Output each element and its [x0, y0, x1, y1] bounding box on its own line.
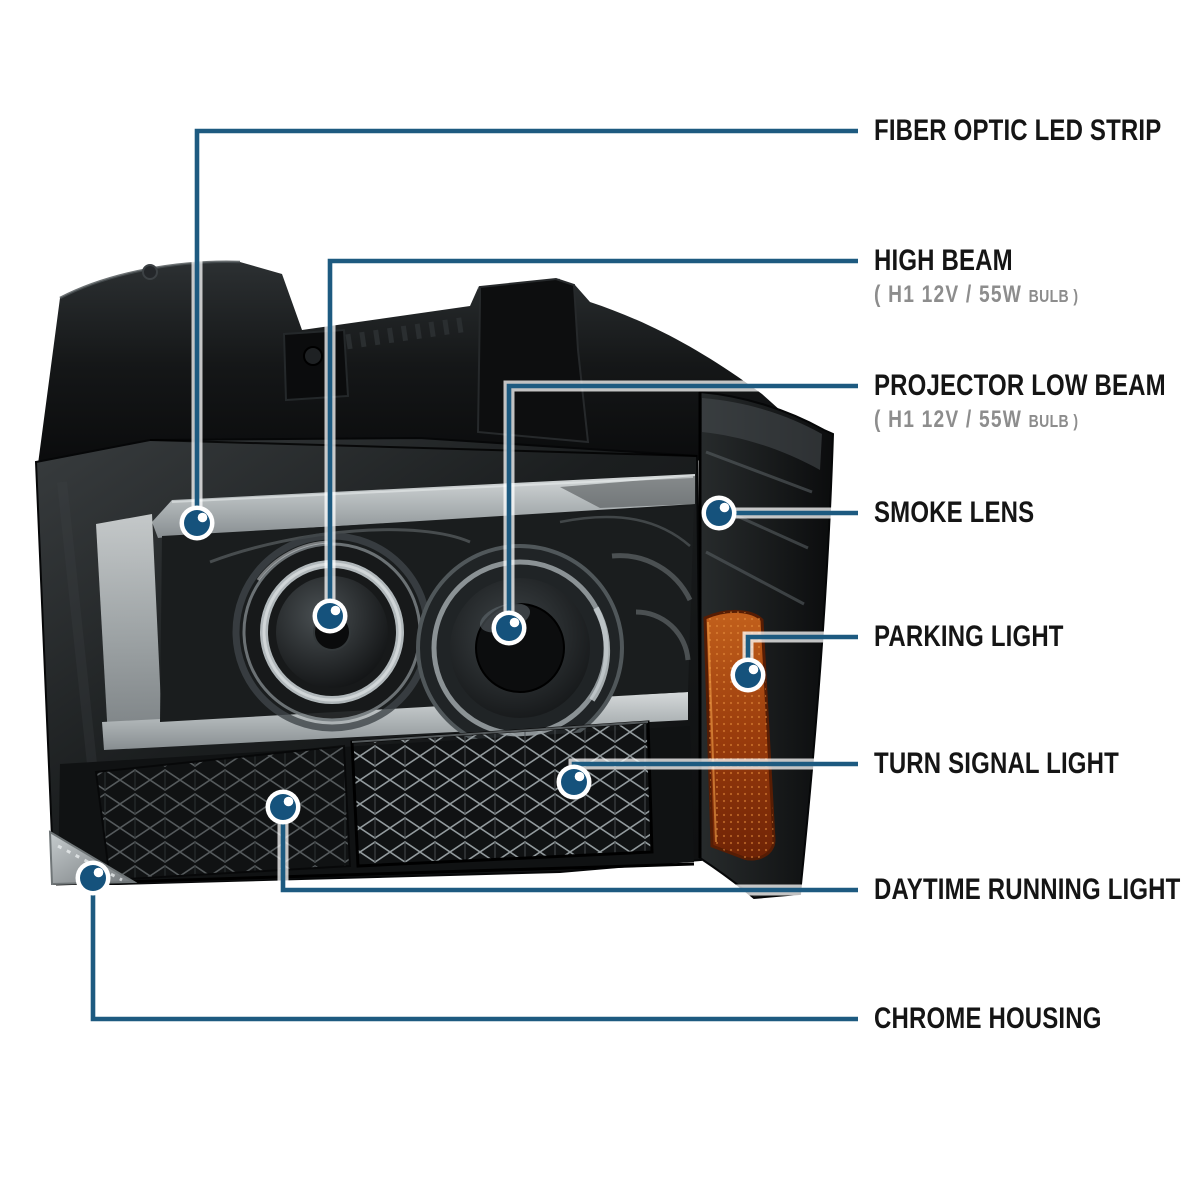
callout-label-text: TURN SIGNAL LIGHT	[874, 747, 1119, 780]
callout-dot-turn-signal-light	[556, 764, 592, 800]
callout-line-daytime-running-light	[277, 807, 858, 896]
callout-dot-fiber-optic-led-strip	[179, 505, 215, 541]
lens-bottom-seam	[55, 862, 695, 886]
callout-line-fiber-optic-led-strip	[191, 125, 858, 523]
callout-dot-parking-light	[730, 657, 766, 693]
callout-label-text: HIGH BEAM	[874, 244, 1013, 277]
housing-screw	[142, 264, 158, 280]
callout-line-projector-low-beam	[503, 380, 858, 628]
callout-dot-projector-low-beam	[491, 610, 527, 646]
callout-label-spec: ( H1 12V / 55W BULB )	[874, 406, 1079, 433]
callout-label-smoke-lens: SMOKE LENS	[874, 496, 1034, 530]
turn-signal-top-edge	[351, 721, 649, 743]
reflector-swoosh-1	[209, 528, 471, 564]
side-reflector-rings	[611, 553, 693, 661]
lens-top-seam	[149, 439, 698, 457]
led-bar-top	[152, 474, 695, 538]
callout-label-text: DAYTIME RUNNING LIGHT	[874, 873, 1181, 906]
callout-label-projector-low-beam: PROJECTOR LOW BEAM ( H1 12V / 55W BULB )	[874, 369, 1166, 438]
reflector-swoosh-2	[559, 515, 691, 547]
parking-light-amber-reflector	[703, 610, 776, 861]
callout-dot-chrome-housing	[75, 860, 111, 896]
mounting-tab-hole	[303, 346, 323, 366]
housing-top	[38, 261, 800, 466]
callout-dot-smoke-lens	[701, 495, 737, 531]
callout-label-parking-light: PARKING LIGHT	[874, 620, 1064, 654]
callout-label-turn-signal-light: TURN SIGNAL LIGHT	[874, 747, 1119, 781]
callout-label-text: CHROME HOUSING	[874, 1002, 1102, 1035]
callout-line-chrome-housing	[87, 878, 858, 1025]
led-bar-left	[96, 514, 162, 738]
mounting-tab-center	[476, 277, 590, 444]
callout-dot-high-beam	[312, 598, 348, 634]
callout-dot-daytime-running-light	[265, 789, 301, 825]
headlight-illustration	[34, 260, 835, 900]
callout-label-text: SMOKE LENS	[874, 496, 1035, 529]
led-bar-top-highlight	[171, 476, 694, 503]
callout-label-daytime-running-light: DAYTIME RUNNING LIGHT	[874, 873, 1180, 907]
callout-dots	[75, 495, 766, 896]
low-beam-projector	[416, 544, 624, 752]
callout-lines	[87, 125, 858, 1025]
callout-label-fiber-optic-led-strip: FIBER OPTIC LED STRIP	[874, 114, 1161, 148]
callout-label-text: PARKING LIGHT	[874, 620, 1064, 653]
turn-signal-block	[350, 720, 654, 868]
led-bar-top-shade	[560, 476, 695, 508]
callout-label-high-beam: HIGH BEAM ( H1 12V / 55W BULB )	[874, 244, 1078, 313]
callout-label-spec: ( H1 12V / 55W BULB )	[874, 281, 1079, 308]
callout-label-chrome-housing: CHROME HOUSING	[874, 1002, 1102, 1036]
callout-line-high-beam	[324, 255, 858, 616]
callout-label-text: PROJECTOR LOW BEAM	[874, 369, 1166, 402]
callout-label-text: FIBER OPTIC LED STRIP	[874, 114, 1162, 147]
